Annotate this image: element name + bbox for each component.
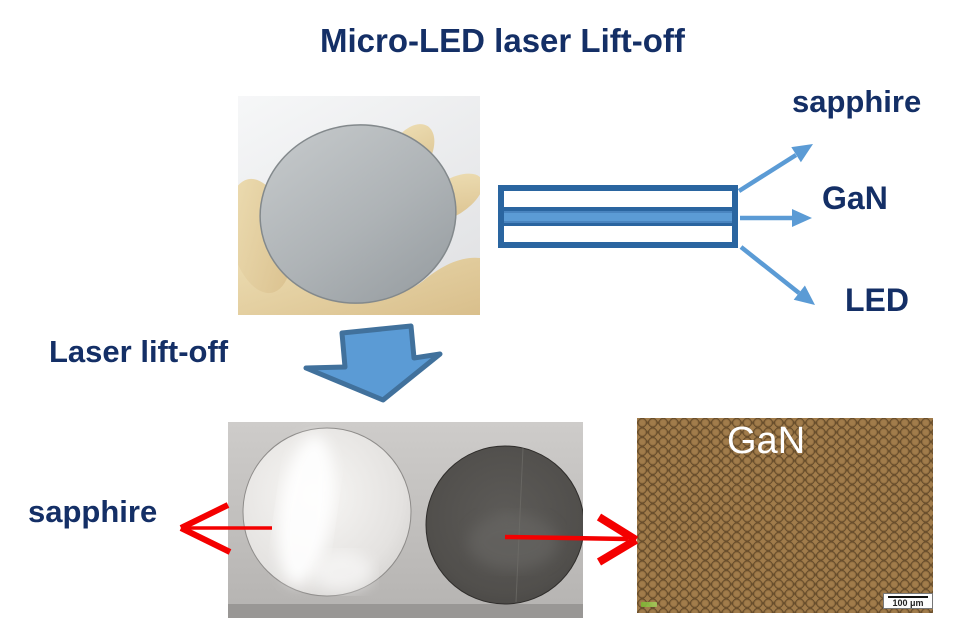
sapphire-arrow [737,153,798,193]
wafer-smudge [468,514,558,570]
timestamp-mark [641,602,657,607]
sapphire-label: sapphire [792,84,922,119]
wafer-reflection-2 [313,552,373,592]
gan-pointer-arrow-barb-bottom [596,536,639,566]
sapphire-arrow-head [791,144,813,163]
scale-bar: 100 μm [883,593,933,609]
wafer-hand-illustration [228,96,483,315]
wafer-hand-photo [228,96,483,315]
bottom-sapphire-label: sapphire [28,494,158,529]
gan-label: GaN [822,180,888,216]
separated-wafers-photo [228,422,585,618]
separated-wafers-illustration [228,422,585,618]
gan-microscope-label: GaN [727,420,806,462]
led-label: LED [845,282,909,318]
sapphire-wafer [259,124,457,304]
stack-arrows [737,144,815,305]
led-layer-band [504,226,732,242]
laser-lift-off-arrow [303,323,443,403]
sapphire-layer-band [504,191,732,207]
gan-microscope-image: GaN 100 μm [637,418,933,613]
led-arrow-head [793,285,815,305]
page-title: Micro-LED laser Lift-off [320,22,685,59]
table-edge [228,604,583,618]
sapphire-pointer-arrow-barb-bottom [179,525,232,555]
led-arrow [739,245,801,295]
gan-layer-band [504,210,732,223]
gan-arrow-head [792,209,812,227]
laser-lift-off-label: Laser lift-off [49,334,229,369]
scale-bar-label: 100 μm [892,598,924,608]
wafer-scratch [515,447,524,603]
wafer-reflection [278,435,334,585]
sapphire-pointer-arrow-barb-top [179,502,230,531]
scale-bar-line [888,596,928,598]
layer-stack-diagram [498,185,738,248]
gan-pointer-arrow-barb-top [596,513,639,544]
